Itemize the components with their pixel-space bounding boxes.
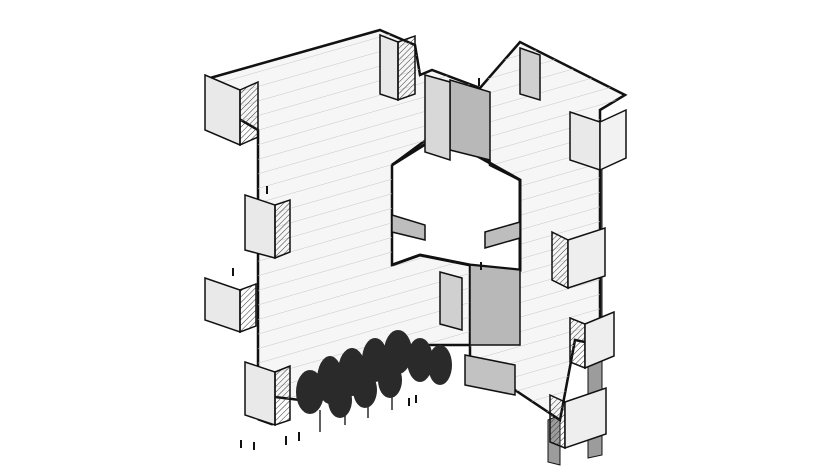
- bridge-left-stub: [391, 213, 426, 241]
- lower-wall: [464, 354, 516, 396]
- bridge-lower: [469, 264, 521, 346]
- bridge-upper: [449, 78, 491, 161]
- trees: [296, 330, 452, 432]
- people: [232, 78, 482, 450]
- boxes: [204, 33, 627, 450]
- bridge-right-stub: [484, 221, 521, 249]
- left-slab-hatch: [210, 30, 480, 400]
